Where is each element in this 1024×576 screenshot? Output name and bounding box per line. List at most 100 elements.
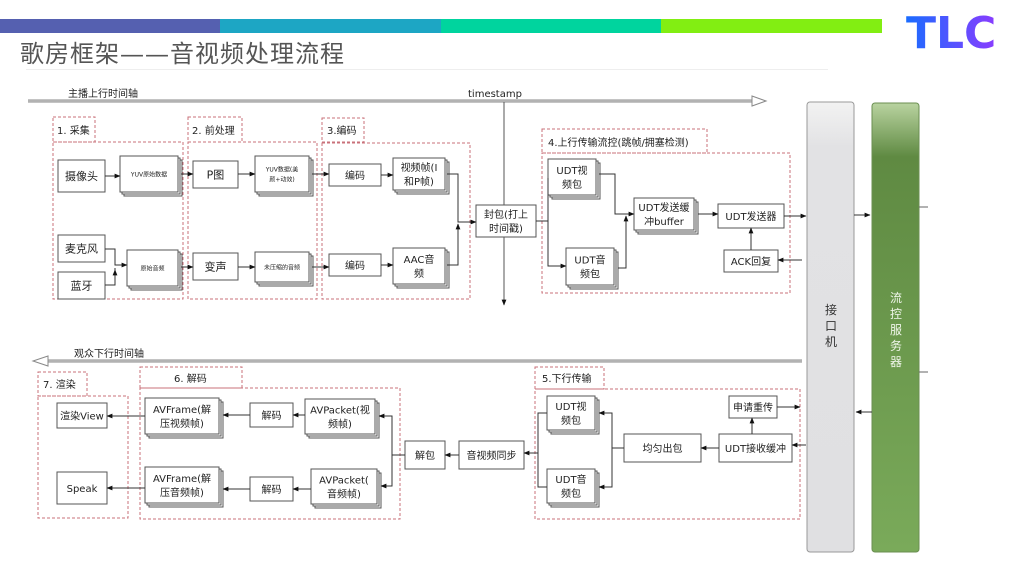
title-divider [414,69,828,70]
node-ack-reply: ACK回复 [723,249,779,273]
node-encode-video: 编码 [328,163,382,187]
flow-server-label: 务 [890,338,902,353]
node-label: P图 [207,169,225,182]
node-label: 蓝牙 [71,280,93,293]
section-preprocess [187,141,318,300]
node-box [404,440,446,470]
node-uncompressed-audio: 未压缩的音频 [254,251,314,287]
node-decode-audio: 解码 [249,476,294,502]
node-label: YUV原始数据 [130,170,167,178]
node-label: Speak [67,484,98,495]
section-tab-decode [139,366,243,389]
node-yuv-raw: YUV原始数据 [119,155,183,197]
node-box [192,252,239,281]
node-label: AVPacket( [319,475,369,486]
section-label-encode: 3.编码 [327,124,357,137]
node-label: 时间戳) [489,222,523,235]
node-decode-video: 解码 [249,402,294,428]
node-av-sync: 音视频同步 [458,440,525,470]
node-udt-recv-buffer: UDT接收缓冲 [718,433,793,463]
node-label: UDT音 [555,473,586,486]
node-label: AVFrame(解 [153,472,211,485]
section-capture [52,141,184,300]
connector-arrow [547,221,567,269]
node-box [144,466,220,504]
node-box [310,468,378,505]
node-label: 视频帧(I [401,161,438,174]
connector-arrow [537,412,547,488]
node-box [254,155,310,193]
page-title: 歌房框架——音视频处理流程 [20,40,345,68]
header-stripe-2 [220,19,441,33]
section-upload [541,152,791,294]
gateway-label: 口 [825,319,837,333]
downstream-timeline: 观众下行时间轴 [31,347,802,367]
node-label: 解包 [415,449,435,462]
node-render-view: 渲染View [56,402,108,429]
node-label: 冲buffer [644,215,685,228]
header-stripe-4 [661,19,882,33]
node-label: 麦克风 [65,243,98,256]
section-tab-download [534,366,605,390]
flow-server-column [871,102,920,553]
node-label: 频包 [561,487,581,500]
node-box [392,157,446,191]
node-voice-change: 变声 [192,252,239,281]
svg-text:观众下行时间轴: 观众下行时间轴 [74,347,144,360]
section-label-decode: 6. 解码 [174,372,207,385]
node-even-output: 均匀出包 [623,433,702,463]
node-label: 频 [414,267,424,280]
svg-text:timestamp: timestamp [468,89,522,100]
node-label: 变声 [205,260,227,274]
node-encode-audio: 编码 [328,253,382,277]
node-raw-audio: 原始音频 [126,249,183,291]
section-label-download: 5.下行传输 [542,372,592,385]
node-label: 颜+动效) [269,175,294,183]
node-box [304,398,376,435]
connector-arrow [447,173,477,225]
node-label: 和P帧) [404,175,434,188]
node-label: 音频帧) [327,487,361,500]
node-label: AVPacket(视 [310,403,370,416]
upstream-timeline: 主播上行时间轴 timestamp [28,87,768,306]
gateway-column [806,101,855,553]
node-box [623,433,702,463]
connector-arrow [599,173,635,217]
node-box [57,271,106,300]
node-label: 频包 [580,267,600,280]
connector-arrow [447,223,461,266]
connector-arrow [380,455,393,489]
node-speak: Speak [56,471,108,505]
node-label: 未压缩的音频 [264,263,300,271]
node-camera: 摄像头 [57,159,106,193]
gateway-label: 机 [825,335,837,349]
node-label: 音视频同步 [467,449,517,462]
header-stripe-1 [0,19,220,33]
node-label: UDT接收缓冲 [725,442,786,455]
node-label: 频包 [562,178,582,191]
node-box [144,397,220,435]
flow-server-label: 流 [890,291,902,305]
node-label: 编码 [345,169,365,182]
node-label: AAC音 [404,253,435,266]
node-box [633,197,695,231]
section-tab-render [37,371,88,397]
section-label-render: 7. 渲染 [43,378,76,391]
node-label: AVFrame(解 [153,403,211,416]
node-label: 封包(打上 [484,208,528,221]
node-box [192,160,239,189]
node-label: 编码 [345,259,365,272]
svg-text:TLC: TLC [906,8,996,54]
section-encode [321,142,471,300]
node-label: 解码 [262,483,282,496]
node-label: 渲染View [60,409,104,422]
node-label: ACK回复 [731,255,771,268]
